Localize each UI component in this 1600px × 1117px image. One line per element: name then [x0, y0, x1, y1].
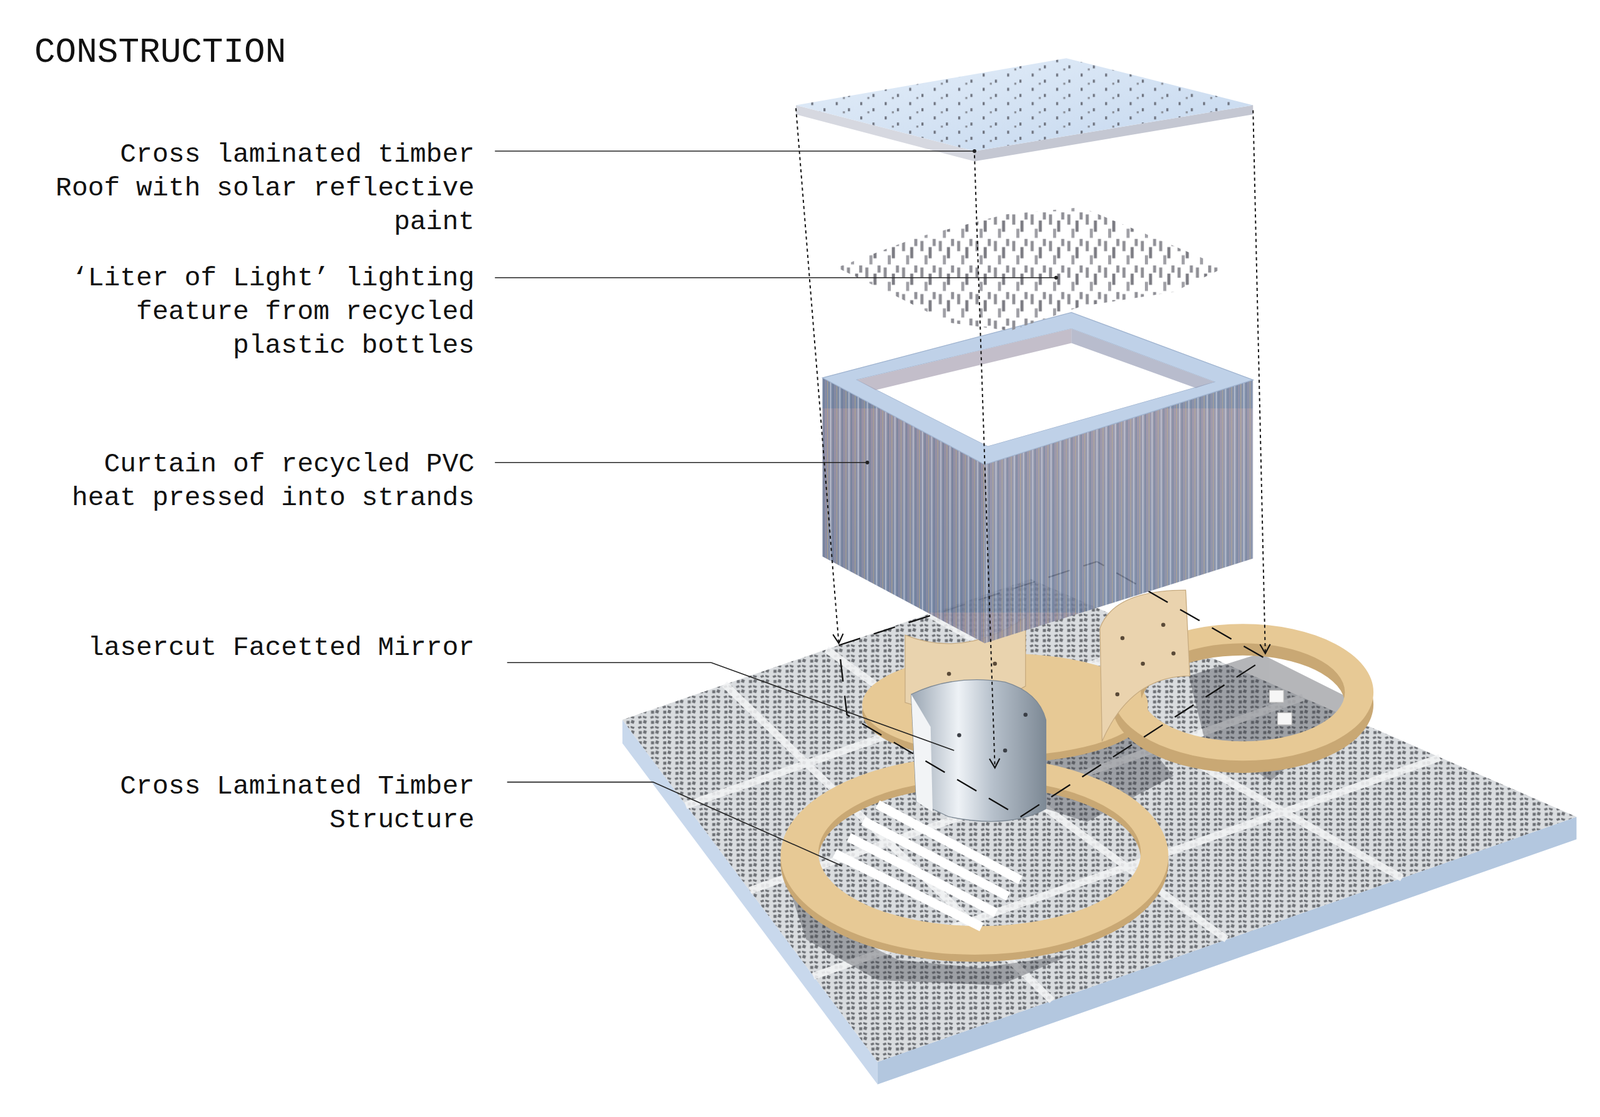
- timber-structure: [780, 623, 1374, 962]
- wall-hole: [1161, 623, 1166, 628]
- clt-roof: [795, 58, 1253, 162]
- pvc-curtain: [822, 312, 1253, 643]
- slab-top: [622, 578, 1577, 1062]
- projection-lines: [795, 107, 1266, 768]
- leader-dots: [865, 149, 1058, 465]
- callout-label: Cross laminated timber Roof with solar r…: [43, 137, 475, 240]
- steps: [834, 804, 1021, 928]
- faceted-mirror: [911, 679, 1047, 822]
- leader-line: [495, 150, 975, 152]
- timber-wall: [1099, 589, 1190, 742]
- leader-dot: [865, 460, 869, 465]
- curtain-inner-face: [857, 328, 1072, 391]
- leader-line: [506, 782, 842, 866]
- liter-of-light-bottles: [836, 207, 1225, 331]
- mirror-hole: [1003, 748, 1008, 753]
- curtain-opening: [857, 328, 1215, 447]
- callout-label: Cross Laminated Timber Structure: [43, 769, 475, 838]
- callout-label: Curtain of recycled PVC heat pressed int…: [43, 447, 475, 516]
- mirror-holes: [957, 712, 1028, 753]
- leader-lines: [495, 151, 1057, 866]
- seats: [1269, 689, 1292, 725]
- projection-line: [974, 155, 996, 768]
- projection-line: [795, 107, 840, 643]
- projection-line: [1252, 110, 1266, 654]
- leader-line: [495, 277, 1057, 279]
- wall-hole: [1140, 661, 1145, 667]
- seat: [1277, 712, 1292, 725]
- diagram-title: CONSTRUCTION: [34, 31, 286, 74]
- wall-hole: [992, 661, 997, 667]
- roof-top: [795, 58, 1253, 152]
- leader-line: [506, 662, 954, 751]
- paving-strips: [685, 613, 1440, 1001]
- wall-hole: [947, 671, 952, 677]
- mirror-inner-face: [911, 694, 933, 812]
- step: [834, 853, 982, 928]
- curtain-inner-face: [1071, 328, 1215, 389]
- curtain-rim: [822, 312, 1253, 465]
- walls: [905, 589, 1190, 821]
- leader-line: [495, 461, 868, 464]
- callout-label: lasercut Facetted Mirror: [43, 631, 475, 665]
- callout-label: ‘Liter of Light’ lighting feature from r…: [43, 261, 475, 363]
- leader-dot: [1054, 275, 1059, 280]
- seat: [1269, 689, 1284, 703]
- wall-hole: [1115, 692, 1120, 697]
- leader-dot: [972, 149, 977, 153]
- wall-hole: [1120, 636, 1125, 641]
- roof-perforations: [795, 58, 1253, 152]
- mirror-hole: [957, 732, 962, 738]
- wall-hole: [1171, 651, 1176, 656]
- mirror-hole: [1023, 712, 1028, 717]
